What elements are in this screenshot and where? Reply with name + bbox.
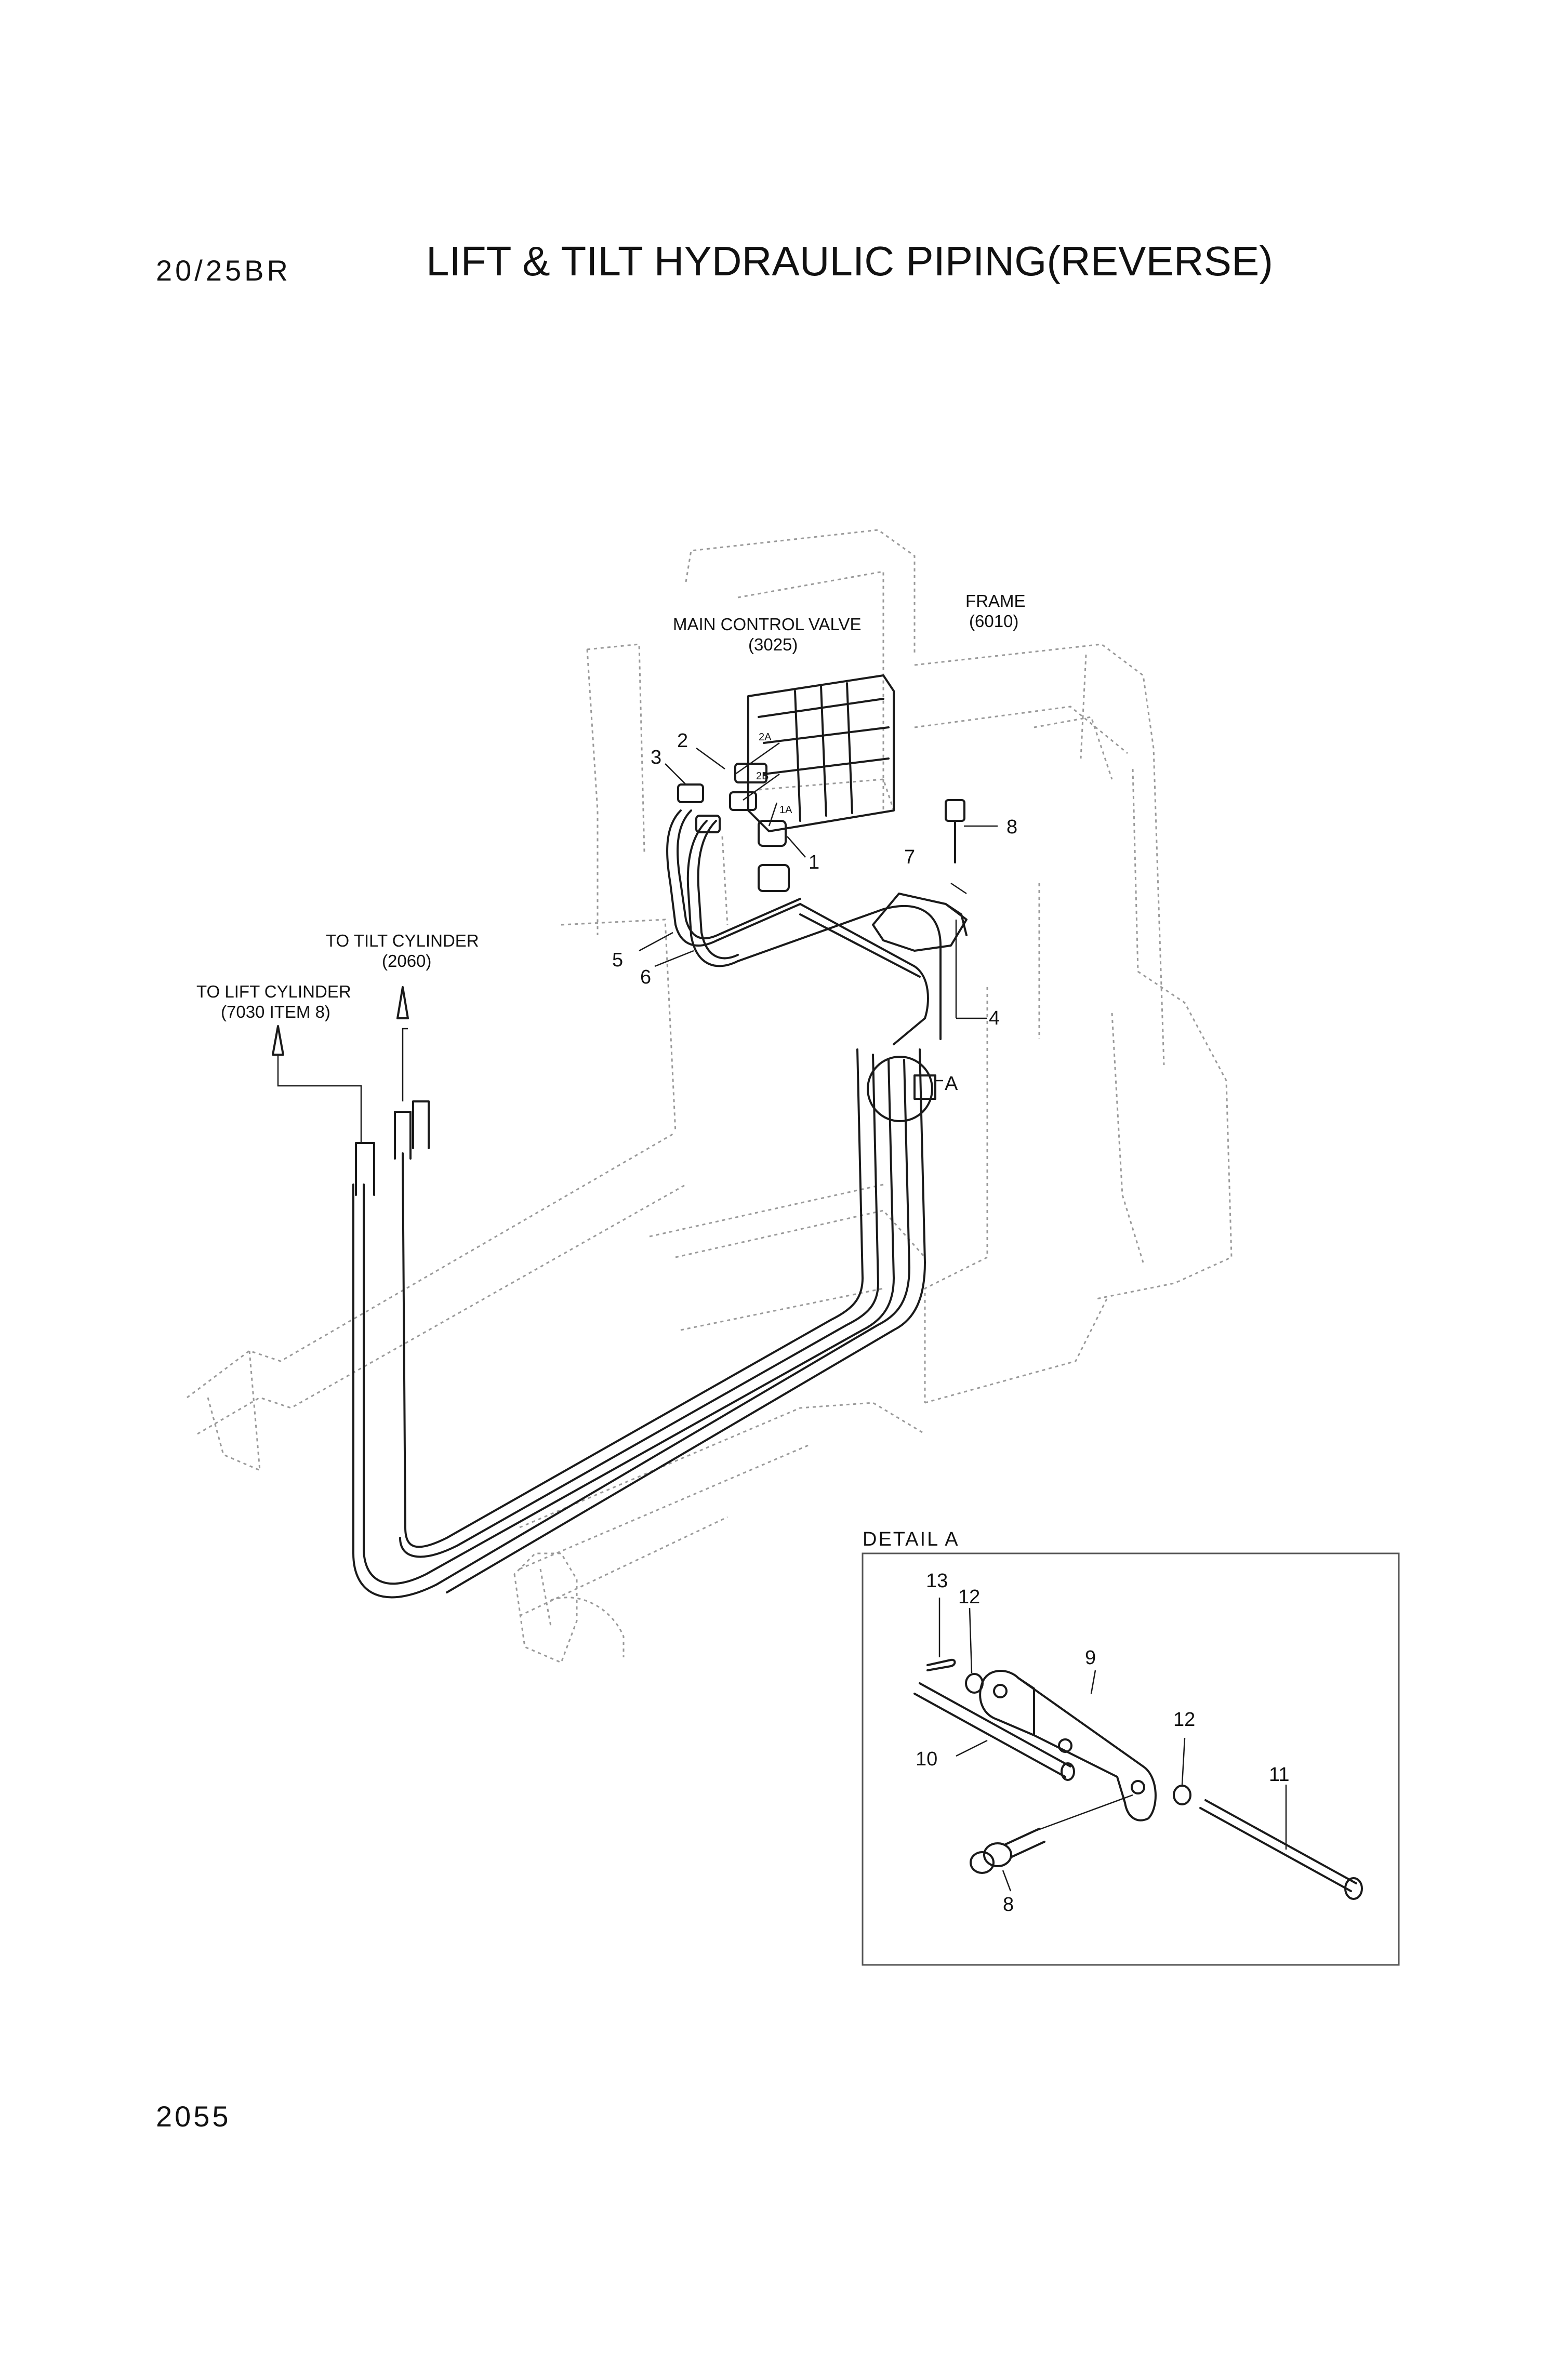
- main-control-valve-label: MAIN CONTROL VALVE: [673, 615, 861, 634]
- callout-6: 6: [640, 966, 651, 988]
- port-2a-label: 2A: [759, 732, 772, 743]
- hydraulic-hoses: [352, 809, 942, 1599]
- washer-lower: [1173, 1785, 1191, 1805]
- callout-1: 1: [809, 852, 819, 873]
- frame-ref: (6010): [969, 611, 1018, 631]
- detail-callout-12-upper: 12: [958, 1586, 980, 1608]
- to-lift-cylinder-ref: (7030 ITEM 8): [221, 1002, 330, 1021]
- frame-label: FRAME: [965, 591, 1026, 610]
- callout-7: 7: [904, 846, 915, 868]
- washer-upper: [965, 1673, 984, 1694]
- model-code: 20/25BR: [156, 254, 291, 287]
- port-2b-label: 2B: [756, 770, 769, 782]
- page-number: 2055: [156, 2100, 231, 2133]
- flow-arrows: [272, 986, 409, 1143]
- detail-a-panel: DETAIL A 13 1: [862, 1528, 1400, 1966]
- bolt-upper: [945, 799, 965, 863]
- detail-callout-11: 11: [1269, 1764, 1289, 1786]
- to-lift-cylinder-label: TO LIFT CYLINDER: [196, 982, 351, 1001]
- detail-a-marker-circle: [867, 1056, 933, 1122]
- to-tilt-cylinder-ref: (2060): [382, 951, 431, 970]
- rod: [913, 1682, 1071, 1778]
- detail-a-title: DETAIL A: [863, 1528, 960, 1550]
- detail-callout-10: 10: [916, 1748, 937, 1770]
- main-control-valve: [747, 674, 895, 832]
- detail-callout-13: 13: [926, 1570, 948, 1592]
- detail-a-block: [913, 1074, 936, 1100]
- cotter-pin: [926, 1658, 956, 1671]
- callout-4: 4: [989, 1007, 1000, 1029]
- machine-ghost-outline: [187, 529, 1233, 1664]
- page-title: LIFT & TILT HYDRAULIC PIPING(REVERSE): [426, 238, 1273, 284]
- detail-a-marker: A: [945, 1073, 958, 1095]
- detail-callout-8: 8: [1003, 1894, 1014, 1916]
- to-tilt-cylinder-label: TO TILT CYLINDER: [326, 931, 479, 950]
- callout-2: 2: [677, 730, 688, 752]
- leader-lines: [639, 742, 998, 1082]
- bolt-detail: [970, 1828, 1045, 1874]
- callout-8: 8: [1006, 816, 1017, 838]
- port-1a-label: 1A: [779, 804, 792, 816]
- mounting-plate: [979, 1670, 1157, 1821]
- callout-3: 3: [651, 747, 661, 768]
- callout-5: 5: [612, 949, 623, 971]
- fittings: [677, 763, 790, 892]
- hose-clamp-bracket: [872, 893, 968, 952]
- main-control-valve-ref: (3025): [748, 635, 798, 654]
- detail-callout-9: 9: [1085, 1647, 1096, 1669]
- pin: [1199, 1799, 1357, 1892]
- detail-callout-12-lower: 12: [1173, 1709, 1195, 1731]
